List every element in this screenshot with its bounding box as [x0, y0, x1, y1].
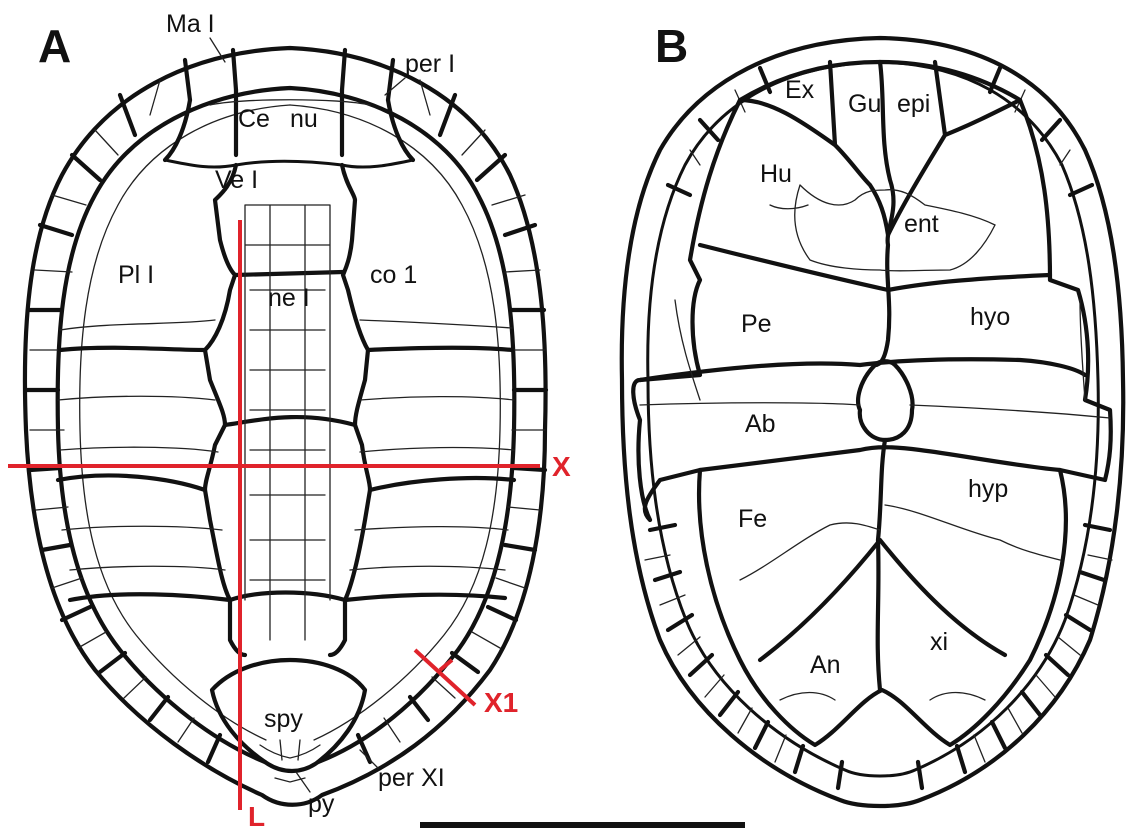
abdominal-femoral-sulcus	[700, 447, 1060, 470]
label-gu: Gu	[848, 90, 881, 118]
panel-a-carapace: A	[8, 10, 571, 829]
label-ne-i: ne I	[268, 284, 310, 312]
label-nu: nu	[290, 105, 318, 133]
central-fontanelle	[858, 361, 912, 440]
label-pl-i: Pl I	[118, 261, 154, 289]
section-label-l: L	[248, 801, 265, 829]
panel-a-letter: A	[38, 20, 71, 72]
label-ab: Ab	[745, 410, 776, 438]
label-ce: Ce	[238, 105, 270, 133]
label-ma-i: Ma I	[166, 10, 215, 38]
label-spy: spy	[264, 705, 303, 733]
humeral-pectoral-sulcus	[700, 245, 1050, 290]
costal-bone-sutures	[58, 320, 514, 570]
label-hyo: hyo	[970, 303, 1010, 331]
section-label-x1: X1	[484, 687, 518, 718]
plastron-shell-outer-outline	[622, 38, 1123, 806]
scale-bar	[420, 822, 745, 828]
label-py: py	[308, 790, 335, 818]
label-an: An	[810, 651, 841, 679]
label-ex: Ex	[785, 76, 815, 104]
cervical-scute	[165, 90, 413, 160]
plastron-midline-sulcus	[875, 62, 893, 690]
label-epi: epi	[897, 90, 930, 118]
label-co-1: co 1	[370, 261, 417, 289]
pectoral-abdominal-sulcus	[640, 359, 1085, 380]
label-ent: ent	[904, 210, 939, 238]
pygal-lines	[260, 740, 320, 782]
nuchal-posterior-sulcus	[165, 160, 413, 167]
plastron-bone-sutures	[640, 185, 1110, 700]
section-line-x1	[415, 650, 475, 705]
marginal-sulci	[27, 50, 546, 762]
label-per-xi: per XI	[378, 764, 445, 792]
label-pe: Pe	[741, 310, 772, 338]
femoral-anal-sulcus	[760, 540, 1005, 660]
section-line-x1-tick	[440, 660, 452, 670]
label-hyp: hyp	[968, 475, 1008, 503]
plastron-shell-inner-outline	[648, 62, 1099, 776]
label-xi: xi	[930, 628, 948, 656]
label-fe: Fe	[738, 505, 767, 533]
panel-b-plastron: B	[622, 20, 1123, 806]
panel-b-letter: B	[655, 20, 688, 72]
label-ve-i: Ve I	[215, 166, 258, 194]
pleural-sulci	[58, 348, 514, 600]
section-label-x: X	[552, 451, 571, 482]
label-hu: Hu	[760, 160, 792, 188]
neural-bones	[245, 205, 330, 640]
label-per-i: per I	[405, 50, 455, 78]
